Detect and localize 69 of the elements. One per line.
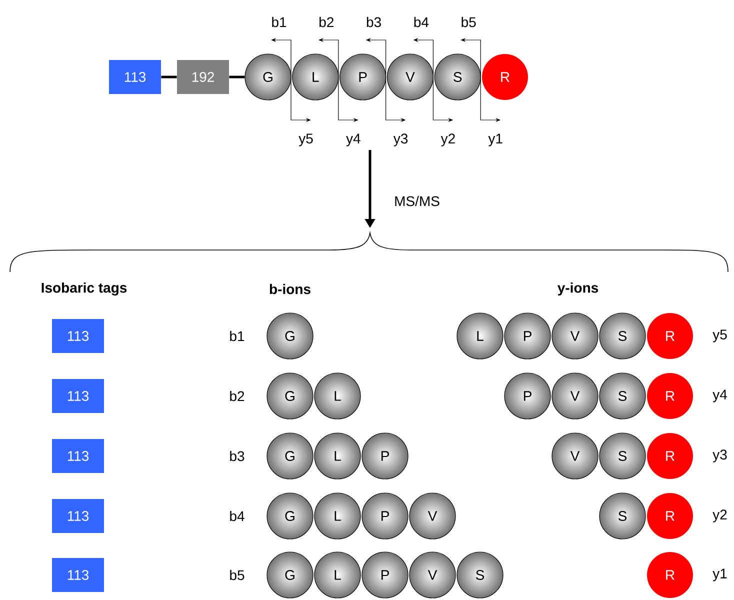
amino-acid-bead: R <box>647 373 693 419</box>
amino-acid-bead: R <box>647 313 693 359</box>
tag-box: 113 <box>109 60 161 94</box>
connector-line <box>229 76 245 78</box>
ion-label: b5 <box>462 16 476 28</box>
ion-label: y3 <box>712 450 727 462</box>
amino-acid-bead: S <box>456 552 504 598</box>
amino-acid-bead: P <box>504 312 551 360</box>
amino-acid-bead: L <box>314 552 361 598</box>
ion-label: b2 <box>230 390 244 402</box>
heading: Isobaric tags <box>42 282 127 296</box>
tag-box: 113 <box>52 439 104 473</box>
ion-label: b3 <box>230 450 244 462</box>
amino-acid-bead: S <box>599 312 646 360</box>
amino-acid-bead: S <box>599 372 646 420</box>
amino-acid-bead: P <box>504 372 551 420</box>
amino-acid-bead: R <box>647 552 693 598</box>
tag-box: 113 <box>52 499 104 533</box>
amino-acid-bead: V <box>552 432 598 480</box>
amino-acid-bead: V <box>409 492 456 540</box>
ion-label: y4 <box>346 134 360 146</box>
ion-label: b1 <box>230 330 244 342</box>
amino-acid-bead: G <box>266 492 314 540</box>
ion-label: y2 <box>712 510 727 522</box>
amino-acid-bead: S <box>599 432 646 480</box>
heading: b-ions <box>270 284 310 294</box>
ion-label: y5 <box>712 330 727 342</box>
ion-label: b4 <box>414 16 429 28</box>
amino-acid-bead: V <box>386 54 434 100</box>
amino-acid-bead: P <box>362 492 408 540</box>
amino-acid-bead: L <box>314 432 361 480</box>
connector-line <box>161 76 177 78</box>
heading: y-ions <box>558 282 598 296</box>
amino-acid-bead: G <box>266 312 314 360</box>
amino-acid-bead: L <box>314 372 361 420</box>
amino-acid-bead: G <box>266 372 314 420</box>
ion-label: y2 <box>440 134 455 146</box>
amino-acid-bead: L <box>292 54 339 100</box>
amino-acid-bead: R <box>647 433 693 479</box>
ion-label: b4 <box>230 510 244 522</box>
amino-acid-bead: P <box>362 552 408 598</box>
tag-box: 113 <box>52 558 104 592</box>
amino-acid-bead: L <box>456 312 504 360</box>
balancer-box: 192 <box>177 60 229 94</box>
amino-acid-bead: G <box>266 552 314 598</box>
amino-acid-bead: G <box>244 54 292 100</box>
ion-label: y1 <box>488 134 502 146</box>
amino-acid-bead: P <box>340 54 386 100</box>
amino-acid-bead: V <box>552 312 598 360</box>
ion-label: b2 <box>320 16 334 28</box>
ion-label: y5 <box>298 134 313 146</box>
ion-label: y3 <box>393 134 408 146</box>
tag-box: 113 <box>52 379 104 413</box>
amino-acid-bead: V <box>409 552 456 598</box>
amino-acid-bead: S <box>599 492 646 540</box>
ion-label: y1 <box>712 568 727 582</box>
tag-box: 113 <box>52 319 104 353</box>
amino-acid-bead: S <box>434 54 481 100</box>
amino-acid-bead: V <box>552 372 598 420</box>
amino-acid-bead: P <box>362 432 408 480</box>
amino-acid-bead: L <box>314 492 361 540</box>
amino-acid-bead: G <box>266 432 314 480</box>
ion-label: b5 <box>230 570 244 580</box>
arrow-label: MS/MS <box>395 196 440 206</box>
amino-acid-bead: R <box>647 493 693 539</box>
ion-label: b3 <box>366 16 381 28</box>
amino-acid-bead: R <box>482 54 528 100</box>
ion-label: y4 <box>712 390 727 402</box>
ion-label: b1 <box>272 16 286 28</box>
